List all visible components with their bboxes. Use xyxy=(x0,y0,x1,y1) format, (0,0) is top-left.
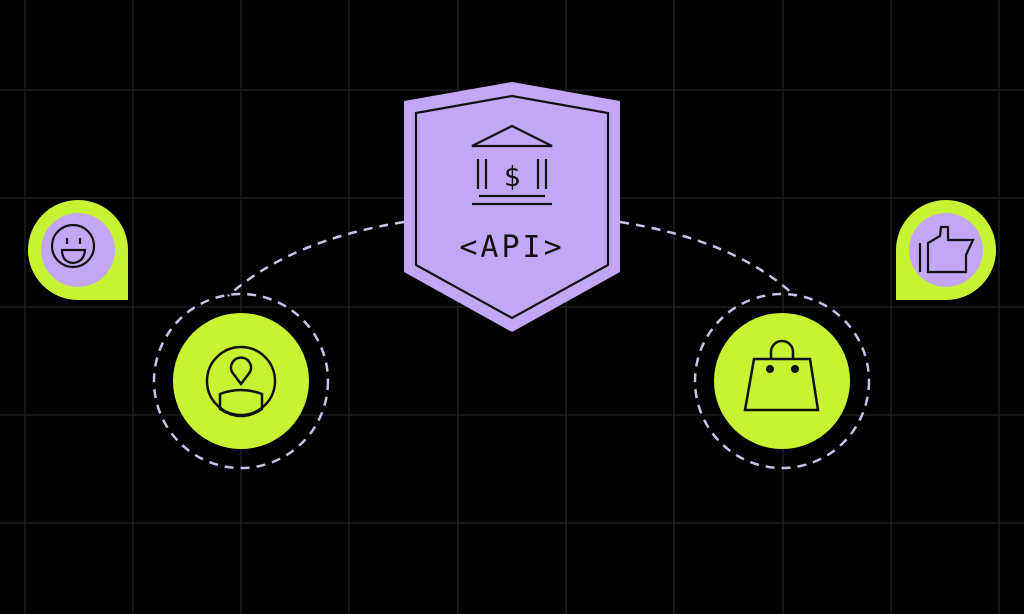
shopping-bag-icon xyxy=(743,339,820,412)
shop-node-dashed-ring xyxy=(693,292,871,470)
shop-node-circle xyxy=(714,313,850,449)
user-node-circle xyxy=(173,313,309,449)
connector-left xyxy=(227,220,405,297)
api-label: <API> xyxy=(459,230,564,265)
bank-dollar-icon xyxy=(471,124,553,206)
user-node-dashed-ring xyxy=(152,292,330,470)
dollar-sign: $ xyxy=(504,160,521,193)
thumbs-up-icon xyxy=(918,225,975,274)
connector-right xyxy=(619,220,796,297)
shield-fill xyxy=(404,82,620,332)
smiley-face-icon xyxy=(50,223,96,269)
shop-node xyxy=(693,292,871,470)
thumbs-up-badge xyxy=(896,200,996,300)
user-icon xyxy=(205,345,277,418)
smiley-badge xyxy=(28,200,128,300)
user-node xyxy=(152,292,330,470)
shield-outline xyxy=(414,94,610,320)
api-shield: $ <API> xyxy=(404,82,620,332)
